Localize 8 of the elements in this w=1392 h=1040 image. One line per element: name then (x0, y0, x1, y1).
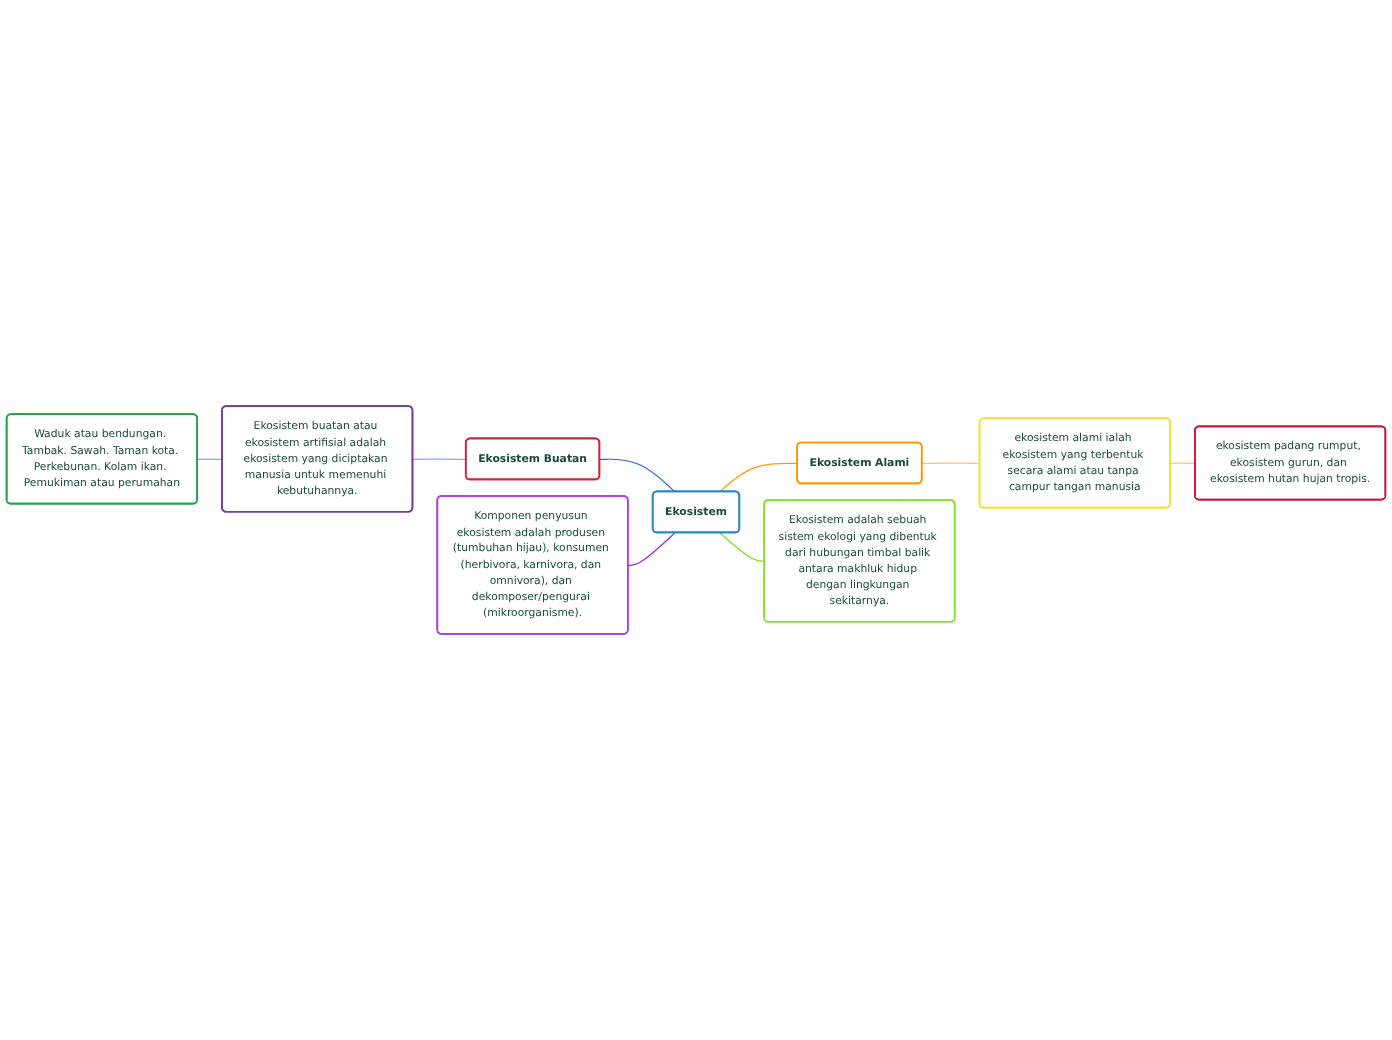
connector (1169, 462, 1196, 464)
connector (196, 458, 223, 460)
connector (719, 462, 799, 493)
connector (719, 532, 766, 562)
connector (921, 462, 981, 464)
connector (599, 458, 676, 493)
connector (412, 458, 467, 460)
connector (627, 532, 676, 566)
